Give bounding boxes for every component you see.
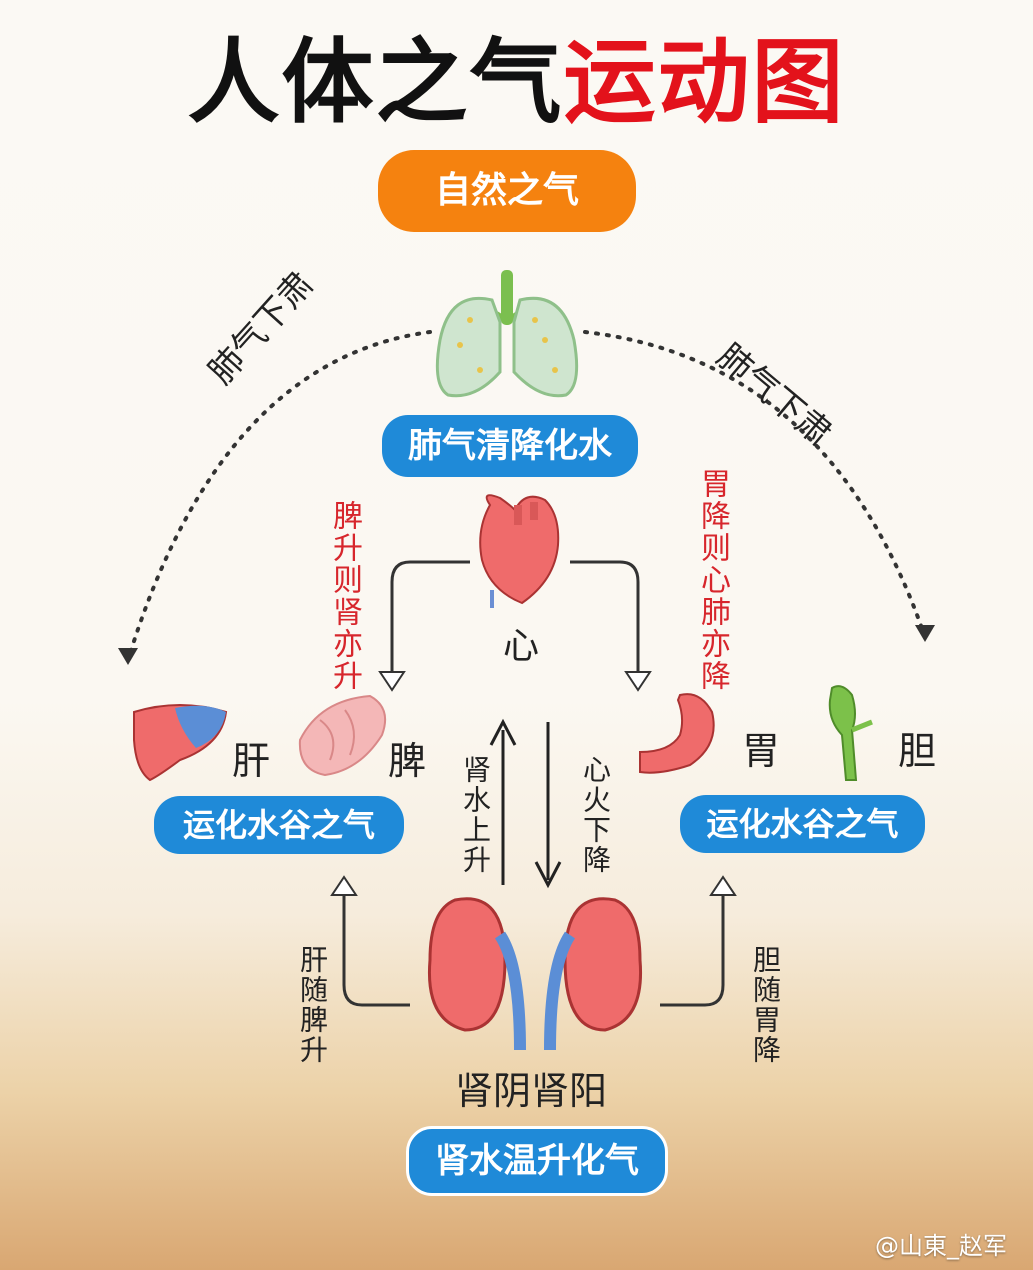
natural-qi-pill: 自然之气 [378,150,636,232]
spleen-rise-label: 脾升则肾亦升 [327,500,362,692]
lungs-icon [435,270,579,398]
kidney-qi-pill: 肾水温升化气 [406,1126,668,1196]
watermark: @山東_赵军 [875,1232,1007,1260]
gallbladder-icon [828,685,873,781]
stomach-descend-label: 胃降则心肺亦降 [695,468,730,692]
right-bottom-arrow [660,895,725,1007]
spleen-icon [298,694,386,777]
lung-pill: 肺气清降化水 [382,415,638,477]
liver-follow-label: 肝随脾升 [296,945,329,1065]
gallbladder-follow-label: 胆随胃降 [749,945,782,1065]
right-transform-pill: 运化水谷之气 [680,795,925,853]
stomach-icon [639,693,715,774]
right-dotted-arc [583,330,927,639]
spleen-label: 脾 [388,739,427,783]
kidney-label: 肾阴肾阳 [455,1069,608,1113]
page-title: 人体之气运动图 [0,8,1033,141]
left-bottom-arrow [342,895,410,1007]
heart-left-arrow [390,560,470,672]
liver-icon [133,704,228,782]
kidney-water-rise-label: 肾水上升 [459,755,492,875]
title-part2: 运动图 [563,29,846,136]
left-arc-head [118,648,138,665]
right-arc-head [915,625,935,642]
heart-fire-descend-label: 心火下降 [579,755,612,875]
left-transform-pill: 运化水谷之气 [154,796,404,854]
stomach-label: 胃 [742,729,781,773]
title-part1: 人体之气 [187,29,564,136]
gallbladder-label: 胆 [898,729,937,773]
heart-label: 心 [503,626,540,667]
liver-label: 肝 [232,739,271,783]
kidneys-icon [427,897,643,1051]
heart-icon [479,494,560,608]
heart-right-arrow [570,560,640,672]
left-dotted-arc [126,330,432,662]
